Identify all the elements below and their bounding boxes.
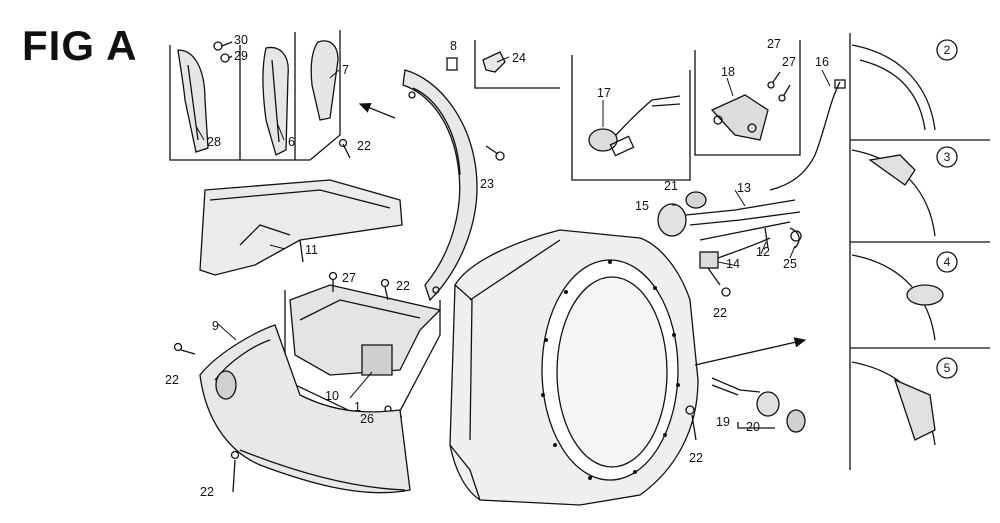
callout-19: 19 xyxy=(716,415,730,429)
variant-badge-5 xyxy=(936,357,958,379)
callout-22-housing: 22 xyxy=(689,451,703,465)
part-7-bracket xyxy=(310,40,339,121)
variant-label-5: 5 xyxy=(944,361,951,375)
callout-26: 26 xyxy=(360,412,374,426)
part-10-bracket xyxy=(289,284,442,376)
callout-25: 25 xyxy=(783,257,797,271)
part-11-air-guide xyxy=(199,179,403,276)
callout-9: 9 xyxy=(212,319,219,333)
variants-panel xyxy=(849,33,990,470)
bolt-23 xyxy=(485,145,505,161)
callout-22-harness: 22 xyxy=(713,306,727,320)
callout-1: 1 xyxy=(354,400,361,414)
callout-labels: 30 29 28 6 7 8 24 22 23 11 27 22 9 22 10… xyxy=(165,33,829,499)
variant-label-3: 3 xyxy=(944,150,951,164)
callout-12: 12 xyxy=(756,245,770,259)
variant-badge-2 xyxy=(936,39,958,61)
callout-8: 8 xyxy=(450,39,457,53)
wiring-harness xyxy=(657,191,802,269)
blower-housing xyxy=(449,229,699,506)
callout-24: 24 xyxy=(512,51,526,65)
callout-7: 7 xyxy=(342,63,349,77)
part-19-20-plug xyxy=(711,377,806,433)
callout-22-upper: 22 xyxy=(357,139,371,153)
part-29-30-bolts xyxy=(213,41,233,63)
upper-fan-cover xyxy=(402,69,478,302)
bolt-22-upper xyxy=(338,138,351,159)
bolt-22-harness xyxy=(707,267,731,297)
callout-30: 30 xyxy=(234,33,248,47)
callout-27-b: 27 xyxy=(782,55,796,69)
callout-13: 13 xyxy=(737,181,751,195)
variant-label-2: 2 xyxy=(944,43,951,57)
bolt-22-bottom xyxy=(230,450,240,493)
callout-17: 17 xyxy=(597,86,611,100)
callout-28: 28 xyxy=(207,135,221,149)
bolt-27-middle xyxy=(328,271,338,292)
part-28-shield xyxy=(177,49,209,153)
callout-14: 14 xyxy=(726,257,740,271)
inset-left-bracket xyxy=(169,30,341,161)
variant-badge-3 xyxy=(936,146,958,168)
figure-title: FIG A xyxy=(22,22,138,69)
inset-part-18 xyxy=(694,40,801,156)
bolts-27-inset xyxy=(767,71,791,102)
callout-21: 21 xyxy=(664,179,678,193)
callout-6: 6 xyxy=(288,135,295,149)
variant-label-4: 4 xyxy=(944,255,951,269)
bolt-22-middle xyxy=(380,278,390,301)
callout-16: 16 xyxy=(815,55,829,69)
bolt-22-left xyxy=(173,342,196,355)
callout-27-middle: 27 xyxy=(342,271,356,285)
part-6-shield xyxy=(262,46,289,156)
inset-top-middle xyxy=(446,40,560,89)
callout-22-left: 22 xyxy=(165,373,179,387)
direction-arrow-left xyxy=(358,103,396,119)
callout-11: 11 xyxy=(305,243,318,257)
callout-18: 18 xyxy=(721,65,735,79)
part-16-cable xyxy=(769,79,846,191)
direction-arrow-right xyxy=(694,337,807,366)
callout-10: 10 xyxy=(325,389,339,403)
callout-22-bottom: 22 xyxy=(200,485,214,499)
variant-numbers: 2 3 4 5 xyxy=(944,43,951,375)
inset-part-17 xyxy=(571,55,691,181)
callout-22-middle: 22 xyxy=(396,279,410,293)
callout-29: 29 xyxy=(234,49,248,63)
variant-badge-4 xyxy=(936,251,958,273)
callout-27-a: 27 xyxy=(767,37,781,51)
callout-20: 20 xyxy=(746,420,760,434)
bolt-22-housing xyxy=(685,405,697,441)
housing-rivets xyxy=(541,260,680,480)
callout-15: 15 xyxy=(635,199,649,213)
leader-lines xyxy=(195,56,831,399)
callout-23: 23 xyxy=(480,177,494,191)
part-9-lower-shroud xyxy=(199,324,411,494)
